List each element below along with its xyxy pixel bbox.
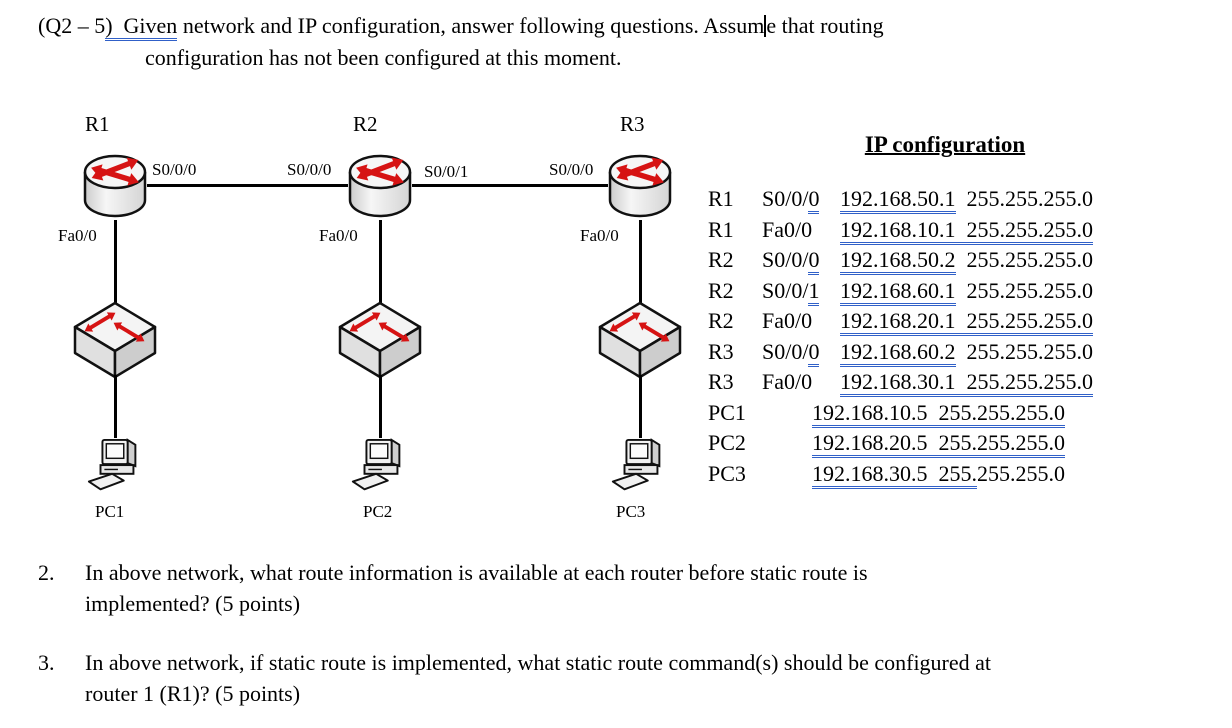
- router-icon: [608, 150, 672, 222]
- address-segment: 255.255.255.0: [955, 186, 1094, 211]
- port-label-r1-fa00: Fa0/0: [58, 226, 97, 245]
- router-icon: [348, 150, 412, 222]
- router-label-r2: R2: [353, 112, 378, 136]
- address-segment: 192.168.60.2: [840, 338, 956, 367]
- ip-config-row: R2 Fa0/0 192.168.20.1 255.255.255.0: [708, 308, 1182, 339]
- device-cell: R1: [708, 186, 734, 211]
- port-label-r2-s001: S0/0/1: [424, 162, 469, 181]
- question-3-number: 3.: [38, 650, 55, 675]
- pc-label-2: PC2: [363, 502, 393, 521]
- address-segment: 192.168.30.1 255.255.255.0: [840, 369, 1093, 397]
- device-cell: PC2: [708, 430, 746, 455]
- link-switch-pc1: [114, 375, 117, 438]
- pc-label-3: PC3: [616, 502, 646, 521]
- question-3-line1: In above network, if static route is imp…: [85, 650, 992, 675]
- question-heading: (Q2 – 5) Given network and IP configurat…: [38, 13, 884, 41]
- router-label-r1: R1: [85, 112, 110, 136]
- link-switch-pc2: [379, 375, 382, 438]
- question-2-number: 2.: [38, 560, 55, 585]
- pc-icon: [85, 436, 147, 500]
- heading-mid: network and IP configuration, answer fol…: [177, 13, 765, 38]
- heading-pre: (Q2 – 5: [38, 13, 106, 38]
- ip-config-row: PC2 192.168.20.5 255.255.255.0: [708, 430, 1182, 461]
- address-segment: 192.168.50.2: [840, 247, 956, 275]
- interface-cell: S0/0/0: [762, 247, 840, 275]
- question-heading-line2: configuration has not been configured at…: [145, 45, 622, 70]
- question-2: 2. In above network, what route informat…: [38, 557, 868, 619]
- interface-cell: Fa0/0: [762, 308, 813, 333]
- ip-config-row: R1 Fa0/0 192.168.10.1 255.255.255.0: [708, 216, 1182, 248]
- device-cell: R2: [708, 308, 734, 333]
- device-cell: PC1: [708, 399, 746, 425]
- text-cursor: [764, 15, 767, 37]
- device-cell: R3: [708, 369, 734, 394]
- address-segment: 192.168.60.1: [840, 277, 956, 306]
- device-cell: R2: [708, 277, 734, 303]
- address-segment: 192.168.30.5 255.: [812, 460, 977, 489]
- address-segment: 192.168.10.1 255.255.255.0: [840, 216, 1093, 245]
- device-cell: R2: [708, 247, 734, 272]
- ip-config-row: R3 Fa0/0 192.168.30.1 255.255.255.0: [708, 369, 1182, 400]
- link-r1-switch: [114, 220, 117, 305]
- heading-grammar-underline: ) Given: [105, 13, 178, 41]
- interface-cell: S0/0/1: [762, 277, 840, 306]
- address-segment: 192.168.10.5 255.255.255.0: [812, 399, 1065, 428]
- router-icon: [83, 150, 147, 222]
- serial-link-r1-r2: [147, 184, 348, 187]
- router-label-r3: R3: [620, 112, 645, 136]
- address-segment: 255.255.0: [977, 460, 1065, 486]
- port-label-r2-fa00: Fa0/0: [319, 226, 358, 245]
- interface-cell: Fa0/0: [762, 369, 813, 394]
- port-label-r2-s000: S0/0/0: [287, 160, 332, 179]
- port-label-r3-fa00: Fa0/0: [580, 226, 619, 245]
- link-switch-pc3: [639, 375, 642, 438]
- serial-link-r2-r3: [412, 184, 608, 187]
- device-cell: PC3: [708, 460, 746, 486]
- interface-cell: S0/0/0: [762, 186, 840, 214]
- switch-icon: [73, 301, 157, 379]
- address-segment: 255.255.255.0: [955, 277, 1094, 303]
- address-segment: 255.255.255.0: [955, 247, 1094, 272]
- ip-config-title: IP configuration: [864, 132, 1026, 157]
- interface-cell: S0/0/0: [762, 338, 840, 367]
- address-segment: 192.168.50.1: [840, 186, 956, 214]
- question-3: 3. In above network, if static route is …: [38, 647, 991, 709]
- port-label-r3-s000: S0/0/0: [549, 160, 594, 179]
- link-r3-switch: [639, 220, 642, 305]
- heading-end: e that routing: [766, 13, 884, 38]
- switch-icon: [598, 301, 682, 379]
- question-2-line2: implemented? (5 points): [85, 591, 301, 616]
- address-segment: 192.168.20.1 255.255.255.0: [840, 308, 1093, 336]
- port-label-r1-s000: S0/0/0: [152, 160, 197, 179]
- device-cell: R3: [708, 338, 734, 364]
- ip-config-row: PC3 192.168.30.5 255.255.255.0: [708, 460, 1182, 492]
- pc-label-1: PC1: [95, 502, 125, 521]
- device-cell: R1: [708, 216, 734, 242]
- question-2-line1: In above network, what route information…: [85, 560, 868, 585]
- address-segment: 192.168.20.5 255.255.255.0: [812, 430, 1065, 458]
- link-r2-switch: [379, 220, 382, 305]
- ip-config-row: PC1 192.168.10.5 255.255.255.0: [708, 399, 1182, 431]
- address-segment: 255.255.255.0: [955, 338, 1094, 364]
- interface-cell: Fa0/0: [762, 216, 813, 242]
- switch-icon: [338, 301, 422, 379]
- pc-icon: [609, 436, 671, 500]
- question-3-line2: router 1 (R1)? (5 points): [85, 681, 301, 706]
- pc-icon: [349, 436, 411, 500]
